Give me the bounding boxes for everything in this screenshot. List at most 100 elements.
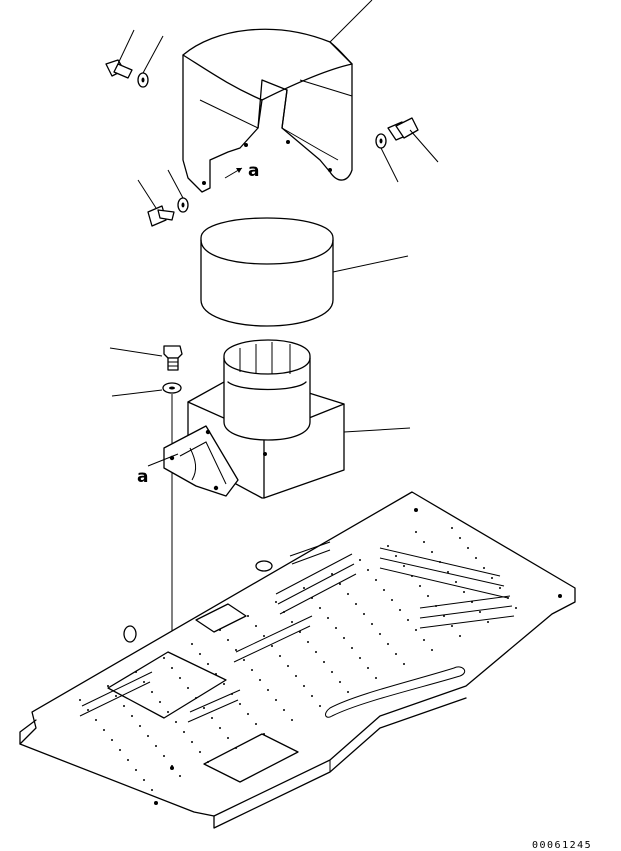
rivet-dot: [415, 531, 417, 533]
rivet-dot: [203, 707, 205, 709]
rivet-dot: [147, 735, 149, 737]
detail-arrow-upper: a: [224, 161, 259, 181]
rivet-dot: [339, 681, 341, 683]
rivet-dot: [275, 601, 277, 603]
rivet-dot: [111, 739, 113, 741]
rivet-dot: [223, 683, 225, 685]
stamped-label-blocks: [79, 541, 515, 723]
rivet-dot: [347, 593, 349, 595]
rivet-dot: [319, 607, 321, 609]
rivet-dot: [319, 705, 321, 707]
rivet-dot: [451, 527, 453, 529]
rivet-dot: [195, 697, 197, 699]
rivet-dot: [431, 551, 433, 553]
rivet-dot: [363, 613, 365, 615]
rivet-dot: [459, 635, 461, 637]
rivet-dot: [391, 599, 393, 601]
rivet-dot: [347, 691, 349, 693]
rivet-dot: [471, 601, 473, 603]
rivet-dot: [183, 731, 185, 733]
detail-arrow-lower: a: [137, 453, 179, 487]
rivet-dot: [387, 643, 389, 645]
rivet-dot: [191, 741, 193, 743]
rivet-dot: [383, 589, 385, 591]
rivet-dot: [263, 733, 265, 735]
detail-label-upper: a: [248, 161, 259, 181]
rivet-dot: [175, 721, 177, 723]
rivet-dot: [235, 649, 237, 651]
rivet-dot: [163, 657, 165, 659]
rivet-dot: [227, 639, 229, 641]
rivet-dot: [231, 693, 233, 695]
washer-top-right: [375, 133, 399, 183]
rivet-dot: [323, 661, 325, 663]
cover-part: [182, 28, 353, 193]
rivet-dot: [387, 545, 389, 547]
rivet-dot: [103, 729, 105, 731]
rivet-dot: [479, 611, 481, 613]
bolt-bracket: [109, 345, 183, 371]
rivet-dot: [235, 747, 237, 749]
rivet-dot: [311, 597, 313, 599]
rivet-dot: [419, 585, 421, 587]
rivet-dot: [439, 561, 441, 563]
rivet-dot: [271, 645, 273, 647]
rivet-dot: [267, 689, 269, 691]
rivet-dot: [403, 565, 405, 567]
housing-leader: [343, 427, 411, 433]
rivet-dot: [395, 653, 397, 655]
rivet-dot: [443, 615, 445, 617]
rivet-dot: [139, 725, 141, 727]
rivet-dot: [291, 719, 293, 721]
rivet-dots: [79, 527, 517, 791]
washer-bracket: [111, 382, 182, 397]
rivet-dot: [251, 669, 253, 671]
rivet-dot: [227, 737, 229, 739]
rivet-dot: [207, 663, 209, 665]
rivet-dot: [143, 681, 145, 683]
rivet-dot: [379, 633, 381, 635]
rivet-dot: [303, 587, 305, 589]
blower-housing-part: [163, 339, 345, 499]
rivet-dot: [287, 665, 289, 667]
washer-top-left: [137, 35, 164, 88]
rivet-dot: [135, 671, 137, 673]
element-leader: [332, 255, 409, 273]
rivet-dot: [343, 637, 345, 639]
rivet-dot: [199, 751, 201, 753]
rivet-dot: [279, 655, 281, 657]
washer-mid-left: [167, 169, 189, 213]
rivet-dot: [179, 775, 181, 777]
rivet-dot: [219, 727, 221, 729]
cover-leader: [329, 0, 373, 43]
rivet-dot: [375, 677, 377, 679]
rivet-dot: [127, 759, 129, 761]
rivet-dot: [411, 575, 413, 577]
rivet-dot: [119, 749, 121, 751]
rivet-dot: [423, 541, 425, 543]
rivet-dot: [155, 745, 157, 747]
rivet-dot: [143, 779, 145, 781]
rivet-dot: [191, 643, 193, 645]
rivet-dot: [367, 569, 369, 571]
rivet-dot: [467, 547, 469, 549]
rivet-dot: [455, 581, 457, 583]
rivet-dot: [187, 687, 189, 689]
rivet-dot: [459, 537, 461, 539]
rivet-dot: [407, 619, 409, 621]
air-filter-element-part: [200, 217, 334, 327]
rivet-dot: [259, 679, 261, 681]
bolt-top-right: [387, 117, 439, 163]
rivet-dot: [463, 591, 465, 593]
rivet-dot: [171, 667, 173, 669]
rivet-dot: [263, 635, 265, 637]
rivet-dot: [499, 587, 501, 589]
rivet-dot: [211, 717, 213, 719]
rivet-dot: [423, 639, 425, 641]
rivet-dot: [447, 571, 449, 573]
rivet-dot: [335, 627, 337, 629]
rivet-dot: [275, 699, 277, 701]
rivet-dot: [115, 695, 117, 697]
rivet-dot: [427, 595, 429, 597]
rivet-dot: [207, 761, 209, 763]
